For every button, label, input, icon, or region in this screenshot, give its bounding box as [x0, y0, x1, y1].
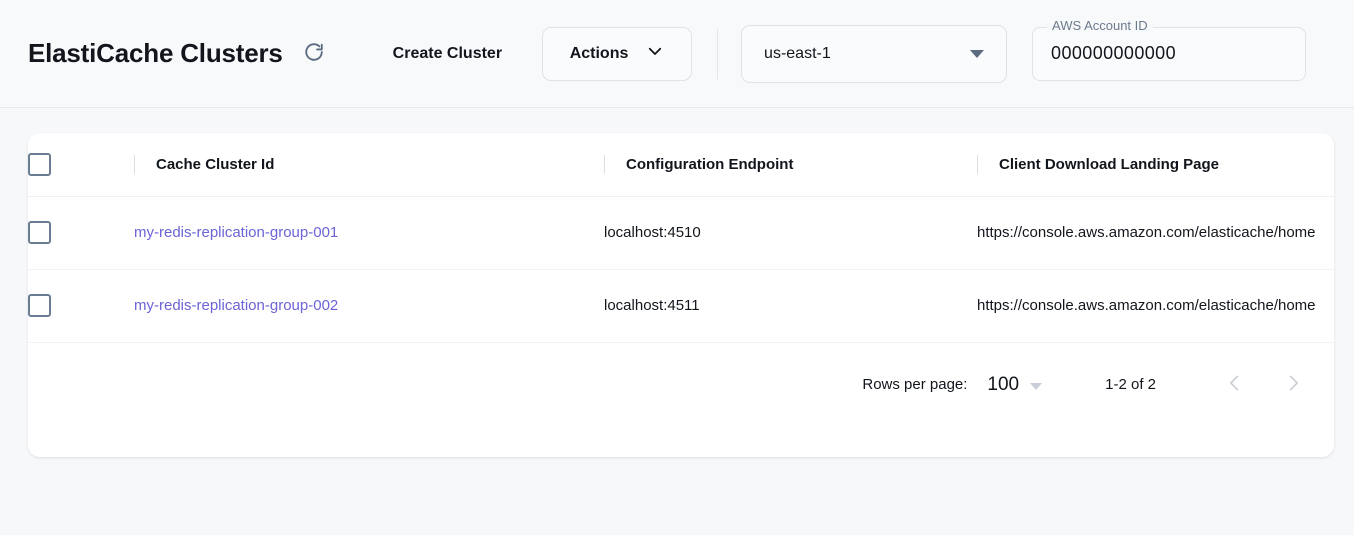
- cell-client-download-landing-page: https://console.aws.amazon.com/elasticac…: [977, 196, 1334, 270]
- column-header-label: Cache Cluster Id: [156, 155, 275, 173]
- actions-button-label: Actions: [569, 44, 629, 62]
- table-header-row: Cache Cluster Id Configuration Endpoint …: [28, 133, 1334, 197]
- cell-configuration-endpoint: localhost:4510: [604, 196, 977, 270]
- select-all-cell: [28, 133, 134, 197]
- rows-per-page-label: Rows per page:: [862, 376, 968, 393]
- column-divider: [977, 154, 978, 174]
- toolbar-divider: [717, 28, 719, 79]
- select-all-checkbox[interactable]: [28, 152, 51, 176]
- pagination-range: 1-2 of 2: [1105, 376, 1156, 393]
- clusters-card: Cache Cluster Id Configuration Endpoint …: [28, 133, 1334, 457]
- row-select-cell: [28, 269, 134, 343]
- region-select[interactable]: us-east-1: [741, 24, 1008, 83]
- clusters-table: Cache Cluster Id Configuration Endpoint …: [28, 133, 1334, 343]
- table-row: my-redis-replication-group-002 localhost…: [28, 269, 1334, 343]
- cell-configuration-endpoint: localhost:4511: [604, 269, 977, 343]
- chevron-right-icon: [1283, 373, 1303, 396]
- cell-cache-cluster-id: my-redis-replication-group-001: [134, 196, 604, 270]
- column-header-label: Client Download Landing Page: [999, 155, 1220, 173]
- landing-page-text: https://console.aws.amazon.com/elasticac…: [977, 224, 1316, 241]
- table-body: my-redis-replication-group-001 localhost…: [28, 196, 1334, 343]
- row-select-cell: [28, 196, 134, 270]
- landing-page-text: https://console.aws.amazon.com/elasticac…: [977, 297, 1316, 314]
- aws-account-id-value: 000000000000: [1051, 43, 1176, 63]
- row-checkbox[interactable]: [28, 294, 51, 317]
- actions-button[interactable]: Actions: [542, 26, 693, 81]
- column-header-label: Configuration Endpoint: [626, 155, 794, 173]
- aws-account-id-field[interactable]: AWS Account ID 000000000000: [1032, 18, 1307, 81]
- column-header-configuration-endpoint[interactable]: Configuration Endpoint: [604, 133, 977, 197]
- refresh-icon: [303, 41, 325, 66]
- cell-cache-cluster-id: my-redis-replication-group-002: [134, 269, 604, 343]
- column-divider: [134, 154, 135, 174]
- row-checkbox[interactable]: [28, 221, 51, 244]
- chevron-left-icon: [1225, 373, 1245, 396]
- pagination-bar: Rows per page: 100 1-2 of 2: [28, 343, 1334, 427]
- rows-per-page-value[interactable]: 100: [987, 373, 1020, 395]
- page-title: ElastiCache Clusters: [28, 38, 283, 68]
- column-header-client-download-landing-page[interactable]: Client Download Landing Page: [977, 133, 1334, 197]
- cluster-id-link[interactable]: my-redis-replication-group-002: [134, 297, 339, 314]
- rows-per-page-caret-icon[interactable]: [1030, 382, 1043, 390]
- create-cluster-button[interactable]: Create Cluster: [387, 37, 508, 71]
- table-row: my-redis-replication-group-001 localhost…: [28, 196, 1334, 270]
- column-divider: [604, 154, 605, 174]
- next-page-button[interactable]: [1271, 363, 1315, 407]
- chevron-down-icon: [646, 42, 664, 65]
- refresh-button[interactable]: [299, 39, 329, 69]
- app-header: ElastiCache Clusters Create Cluster Acti…: [0, 0, 1354, 108]
- aws-account-id-label: AWS Account ID: [1047, 18, 1153, 32]
- previous-page-button[interactable]: [1213, 363, 1257, 407]
- cluster-id-link[interactable]: my-redis-replication-group-001: [134, 224, 339, 241]
- triangle-down-icon: [970, 49, 985, 58]
- region-select-value: us-east-1: [764, 44, 831, 62]
- table-header: Cache Cluster Id Configuration Endpoint …: [28, 133, 1334, 197]
- cell-client-download-landing-page: https://console.aws.amazon.com/elasticac…: [977, 269, 1334, 343]
- column-header-cache-cluster-id[interactable]: Cache Cluster Id: [134, 133, 604, 197]
